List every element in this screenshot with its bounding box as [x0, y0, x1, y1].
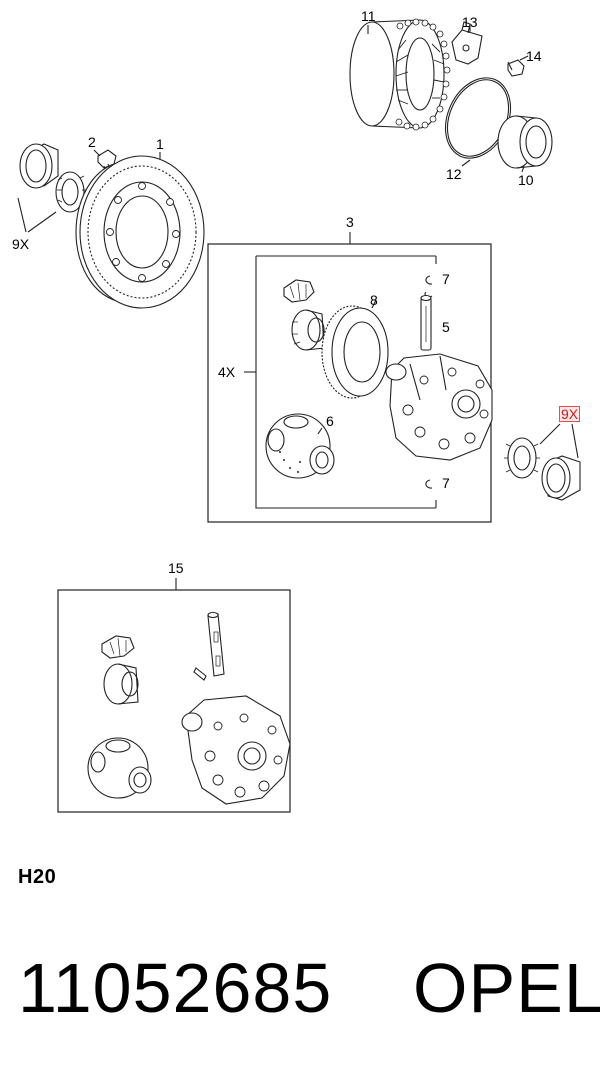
callout-5: 5	[442, 319, 450, 335]
callout-15: 15	[168, 560, 184, 576]
differential-case	[385, 353, 493, 461]
box15-side-gear-large	[103, 663, 139, 705]
part-7-circlip-bottom	[425, 479, 433, 489]
box15-small-pin	[193, 667, 207, 681]
callout-10: 10	[518, 172, 534, 188]
box15-differential-case	[181, 695, 291, 805]
callout-9x-left: 9X	[12, 236, 30, 252]
callout-4x: 4X	[218, 364, 236, 380]
part-11-hub-assembly	[349, 18, 451, 131]
part-8-gear-ring	[321, 299, 389, 399]
model-code-label: H20	[18, 866, 57, 888]
part-1-ring-gear	[75, 152, 205, 309]
part-14-bolt	[507, 55, 529, 77]
part-9x-right-bearing	[504, 423, 581, 501]
callout-2: 2	[88, 134, 96, 150]
callout-11: 11	[361, 8, 376, 24]
callout-12: 12	[446, 166, 462, 182]
brand-name: OPEL	[413, 949, 600, 1027]
callout-9x-right-highlighted: 9X	[559, 406, 581, 422]
callout-1: 1	[156, 136, 164, 152]
part-13-bracket	[451, 21, 483, 65]
box15-spherical-case	[87, 737, 152, 799]
callout-7-bottom: 7	[442, 475, 450, 491]
part-side-gear-small	[283, 279, 315, 303]
callout-6: 6	[326, 413, 334, 429]
box-15-differential-assembly	[57, 578, 291, 813]
part-side-gear-large	[291, 309, 325, 351]
box15-side-gear-small	[101, 635, 135, 659]
box15-shaft-pin	[207, 611, 225, 677]
part-9x-left-bearing	[17, 143, 86, 233]
callout-3: 3	[346, 214, 354, 230]
callout-7-top: 7	[442, 271, 450, 287]
part-7-circlip-top	[424, 275, 433, 298]
callout-14: 14	[526, 48, 542, 64]
callout-13: 13	[462, 14, 478, 30]
exploded-parts-diagram	[17, 18, 581, 813]
callout-8: 8	[370, 292, 378, 308]
part-number: 11052685	[18, 949, 333, 1027]
part-6-spherical-case	[265, 413, 335, 479]
part-5-shaft-pin	[420, 294, 432, 351]
part-10-bearing-race	[497, 115, 553, 173]
box-3-differential-assembly	[207, 232, 492, 523]
